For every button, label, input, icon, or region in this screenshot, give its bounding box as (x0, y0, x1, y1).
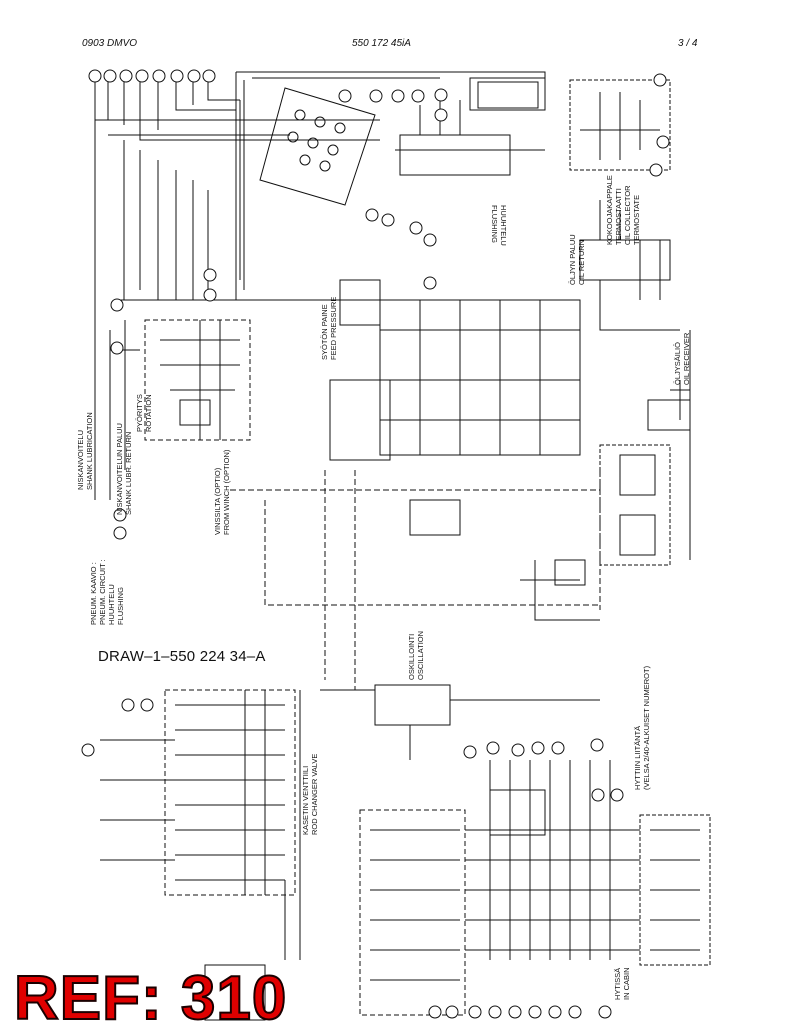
label-cabin: HYTISSÄIN CABIN (613, 967, 631, 1000)
label-shank-lubrication: NISKANVOITELUSHANK LUBRICATION (76, 412, 94, 490)
label-feed-pressure: SYÖTÖN PAINEFEED PRESSURE (320, 297, 338, 360)
header-left: 0903 DMVO (82, 38, 138, 49)
ref-stamp: REF: 310 (13, 964, 288, 1033)
header-right: 3 / 4 (678, 38, 698, 49)
label-from-winch: VINSSILTA (OPTIO)FROM WINCH (OPTION) (213, 449, 231, 535)
label-flushing: HUUHTELUFLUSHING (490, 205, 508, 246)
label-oil-receiver: ÖLJYSÄILIÖOIL RECEIVER (673, 332, 691, 385)
label-rod-changer: KASETIN VENTTIILIROD CHANGER VALVE (301, 754, 319, 835)
label-shank-lubr-return: NISKANVOITELUN PALUUSHANK LUBR. RETURN (115, 423, 133, 515)
label-rotation: PYÖRITYSROTATION (135, 394, 153, 432)
label-oil-collector: KOKOOJAKAPPALETERMOSTAATTI OIL COLLECTOR… (605, 175, 641, 245)
label-oscillation: OSKILLOINTIOSCILLATION (407, 631, 425, 680)
label-oil-return: ÖLJYN PALUUOIL RETURN (568, 234, 586, 285)
drawing-number: DRAW–1–550 224 34–A (98, 648, 266, 665)
header-center: 550 172 45iA (352, 38, 411, 49)
label-boom-connection: HYTTIIN LIITÄNTÄ(VELSA 2/40-ALKUISET NUM… (633, 665, 651, 790)
label-pneum-circuit: PNEUM. KAAVIO :PNEUM. CIRCUIT : HUUHTELU… (89, 557, 125, 625)
